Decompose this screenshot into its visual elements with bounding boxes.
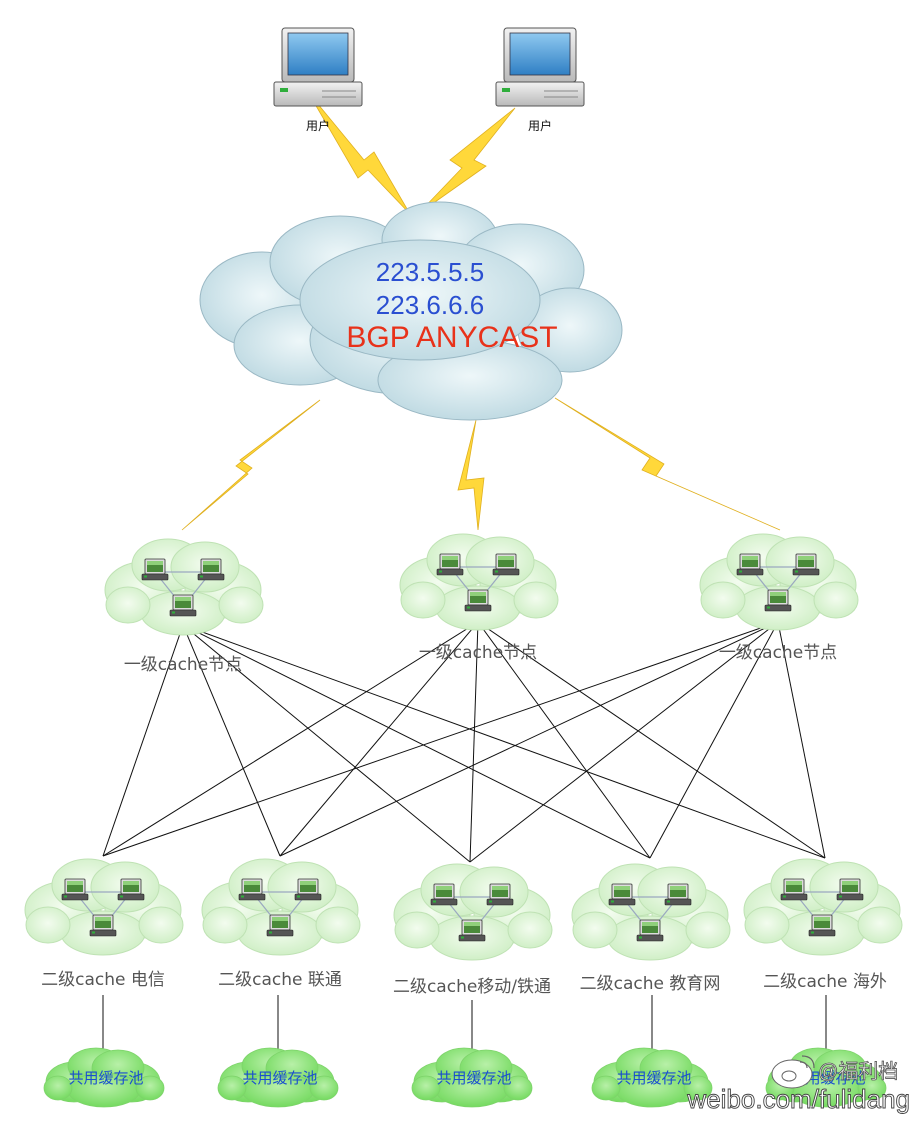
bgp-anycast-label: BGP ANYCAST <box>346 321 557 354</box>
mesh-link-l1-3-l2-1 <box>102 621 779 857</box>
l2-cache-node-unicom <box>202 859 360 955</box>
user-label-2: 用户 <box>528 118 552 133</box>
user-computer-2 <box>495 27 585 107</box>
l2-cache-node-overseas <box>744 859 902 955</box>
l1-cache-node-3 <box>700 534 858 630</box>
lightning-links-users <box>307 91 516 215</box>
pool-label-2: 共用缓存池 <box>242 1069 317 1087</box>
mesh-link-l1-3-l2-5 <box>777 621 826 859</box>
mesh-link-l1-1-l2-4 <box>182 624 651 859</box>
mesh-link-l1-1-l2-1 <box>102 624 184 857</box>
pool-label-3: 共用缓存池 <box>436 1069 511 1087</box>
pool-label-1: 共用缓存池 <box>68 1069 143 1087</box>
desktop-computer-icon <box>495 27 585 107</box>
mesh-link-l1-2-l2-4 <box>477 621 651 859</box>
anycast-ip-2: 223.6.6.6 <box>376 290 484 320</box>
l2-cache-node-education <box>572 864 730 960</box>
watermark-handle: @福利档 <box>818 1060 898 1083</box>
anycast-ip-1: 223.5.5.5 <box>376 257 484 287</box>
mesh-link-l1-2-l2-1 <box>102 621 479 857</box>
mesh-link-l1-1-l2-3 <box>182 624 471 863</box>
l1-cache-node-1 <box>105 539 263 635</box>
mesh-link-l1-2-l2-5 <box>477 621 826 859</box>
anycast-cloud <box>199 201 623 421</box>
mesh-link-l1-1-l2-2 <box>182 624 281 857</box>
l1-cache-node-2 <box>400 534 558 630</box>
mesh-link-l1-1-l2-5 <box>182 624 826 859</box>
mesh-link-l1-2-l2-3 <box>469 621 479 863</box>
l2-node-label-education: 二级cache 教育网 <box>580 974 721 994</box>
user-label-1: 用户 <box>306 118 330 133</box>
mesh-link-l1-3-l2-4 <box>649 621 779 859</box>
weibo-logo-icon <box>771 1055 815 1089</box>
l2-node-label-overseas: 二级cache 海外 <box>763 972 887 992</box>
desktop-computer-icon <box>273 27 363 107</box>
weibo-watermark: @福利档 weibo.com/fulidang <box>686 1055 910 1114</box>
user-computer-1 <box>273 27 363 107</box>
l1-node-label-3: 一级cache节点 <box>719 643 837 663</box>
mesh-link-l1-2-l2-2 <box>279 621 479 857</box>
lightning-links-l1 <box>181 397 781 531</box>
cache-mesh-lines <box>102 621 826 863</box>
l2-node-label-unicom: 二级cache 联通 <box>218 970 342 990</box>
watermark-url: weibo.com/fulidang <box>686 1084 910 1114</box>
mesh-link-l1-3-l2-2 <box>279 621 779 857</box>
l1-node-label-2: 一级cache节点 <box>419 643 537 663</box>
l2-node-label-mobile: 二级cache移动/铁通 <box>393 977 551 997</box>
pool-connector-lines <box>102 995 827 1050</box>
l2-cache-node-mobile <box>394 864 552 960</box>
l2-cache-node-telecom <box>25 859 183 955</box>
mesh-link-l1-3-l2-3 <box>469 621 779 863</box>
l2-node-label-telecom: 二级cache 电信 <box>41 970 165 990</box>
l1-node-label-1: 一级cache节点 <box>124 655 242 675</box>
pool-label-4: 共用缓存池 <box>616 1069 691 1087</box>
